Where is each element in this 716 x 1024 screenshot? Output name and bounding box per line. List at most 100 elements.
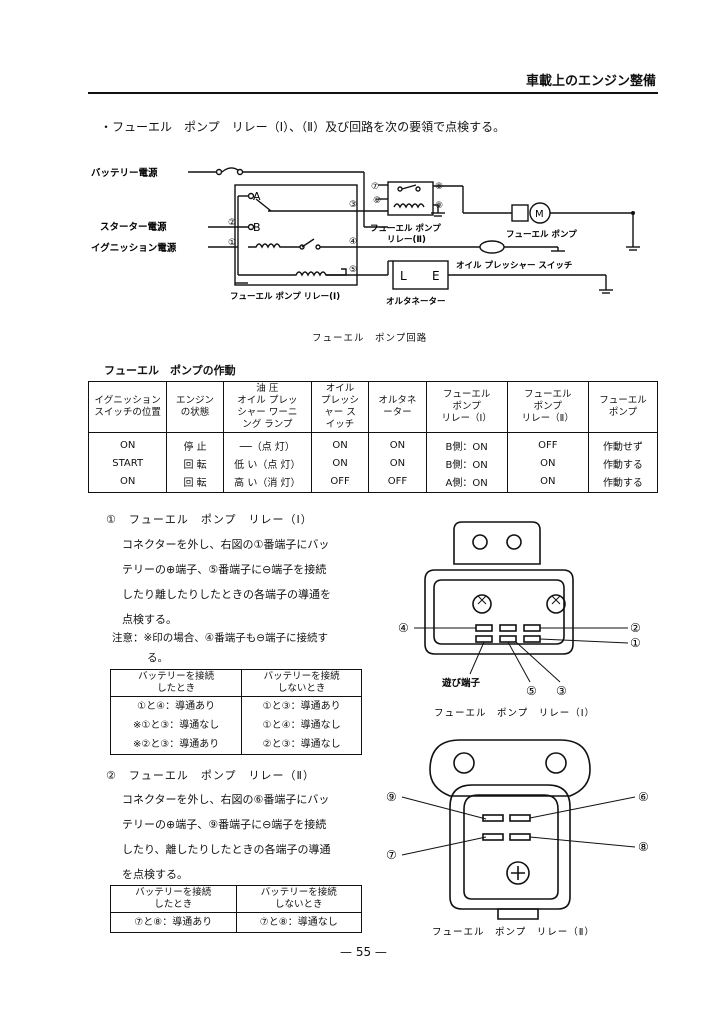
fig2-caption: フューエル ポンプ リレー（Ⅱ）	[432, 926, 595, 938]
conductivity-header-cell: バッテリーを接続しないとき	[241, 669, 362, 697]
section1-line: したり離したりしたときの各端子の導通を	[122, 588, 331, 601]
section1-line: 点検する。	[122, 613, 177, 626]
fig2-terminal-6: ⑥	[638, 790, 649, 804]
note-line-2: る。	[147, 652, 168, 664]
operation-cell: B側：ON	[425, 432, 508, 454]
label-relay2-line1: フューエル ポンプ	[370, 223, 441, 234]
operation-cell: START	[87, 454, 168, 472]
operation-cell: ON	[506, 454, 589, 472]
operation-cell: 作動する	[587, 454, 659, 472]
operation-cell: 停 止	[166, 432, 224, 454]
terminal-1: ①	[228, 238, 236, 248]
section1-line: コネクターを外し、右図の①番端子にバッ	[122, 538, 330, 551]
header-rule	[88, 92, 658, 94]
header-title: 車載上のエンジン整備	[525, 74, 656, 89]
relay2-figure: ⑨ ⑥ ⑦ ⑧ フューエル ポンプ リレー（Ⅱ）	[386, 739, 649, 938]
fuel-pump-circuit-diagram: バッテリー電源 スターター電源 イグニッション電源 A B L E M ② ① …	[91, 167, 640, 307]
fig2-terminal-9: ⑨	[386, 790, 397, 804]
section2-line: したり、離したりしたときの各端子の導通	[122, 843, 331, 856]
fig2-terminal-8: ⑧	[638, 840, 649, 854]
relay1-figure: ④ ② ① ⑤ ③ 遊び端子 フューエル ポンプ リレー（Ⅰ）	[398, 521, 641, 719]
operation-cell: ──（点 灯）	[222, 432, 312, 454]
section1-title: ① フューエル ポンプ リレー（Ⅰ）	[106, 513, 313, 526]
terminal-2: ②	[228, 218, 236, 228]
label-battery: バッテリー電源	[91, 167, 158, 179]
operation-header-cell: オルタネーター	[368, 381, 427, 433]
operation-cell: 高 い（消 灯）	[222, 472, 312, 493]
conductivity-header-cell: バッテリーを接続したとき	[110, 885, 237, 913]
terminal-8: ⑧	[435, 182, 443, 192]
operation-cell: A側：ON	[425, 472, 508, 493]
fig1-terminal-5: ⑤	[526, 684, 537, 698]
terminal-3: ③	[349, 200, 357, 210]
fig2-terminal-7: ⑦	[386, 848, 397, 862]
label-a: A	[253, 190, 261, 203]
operation-cell: 作動せず	[587, 432, 659, 454]
operation-header-cell: 油 圧オイル プレッシャー ワーニング ランプ	[222, 381, 312, 433]
operation-cell: OFF	[310, 472, 370, 493]
section2-text: コネクターを外し、右図の⑥番端子にバッ テリーの⊕端子、⑨番端子に⊖端子を接続 …	[122, 787, 331, 887]
operation-header-cell: フューエルポンプリレー（Ⅱ）	[506, 381, 589, 433]
terminal-5: ⑤	[349, 265, 357, 275]
page-number: — 55 —	[340, 945, 387, 959]
operation-cell: ON	[310, 454, 370, 472]
operation-cell: ON	[368, 454, 427, 472]
terminal-4: ④	[349, 237, 357, 247]
operation-table: イグニッションスイッチの位置エンジンの状態油 圧オイル プレッシャー ワーニング…	[87, 381, 659, 493]
label-oil-switch: オイル プレッシャー スイッチ	[456, 260, 572, 271]
section2-title: ② フューエル ポンプ リレー（Ⅱ）	[106, 769, 315, 782]
operation-header-cell: エンジンの状態	[166, 381, 224, 433]
terminal-7: ⑦	[371, 182, 379, 192]
section1-note: 注意：※印の場合、④番端子も⊖端子に接続す る。	[112, 628, 328, 668]
label-b: B	[253, 221, 261, 234]
operation-header-cell: フューエルポンプリレー（Ⅰ）	[425, 381, 508, 433]
operation-cell: ON	[368, 432, 427, 454]
label-e: E	[432, 269, 440, 283]
fig1-terminal-2: ②	[630, 621, 641, 635]
fig1-terminal-4: ④	[398, 621, 409, 635]
conductivity-cell: ②と③：導通なし	[241, 735, 362, 755]
fig1-terminal-1: ①	[630, 636, 641, 650]
label-relay1: フューエル ポンプ リレー(Ⅰ)	[230, 291, 340, 302]
operation-title: フューエル ポンプの作動	[104, 364, 236, 377]
terminal-6: ⑥	[373, 196, 381, 206]
terminal-9: ⑨	[435, 201, 443, 211]
conductivity-cell: ①と④：導通あり	[109, 696, 243, 716]
operation-cell: OFF	[368, 472, 427, 493]
section1-text: コネクターを外し、右図の①番端子にバッ テリーの⊕端子、⑤番端子に⊖端子を接続 …	[122, 532, 331, 632]
note-line-1: 注意：※印の場合、④番端子も⊖端子に接続す	[112, 632, 329, 644]
conductivity-cell: ①と④：導通なし	[241, 716, 362, 735]
operation-header-cell: オイルプレッシャー スイッチ	[310, 381, 370, 433]
label-m: M	[535, 209, 544, 220]
label-alternator: オルタネーター	[386, 296, 446, 307]
conductivity-cell: ※①と③：導通なし	[109, 716, 243, 735]
section1-line: テリーの⊕端子、⑤番端子に⊖端子を接続	[122, 563, 327, 576]
operation-cell: ON	[310, 432, 370, 454]
label-pump: フューエル ポンプ	[506, 229, 577, 240]
label-relay2-line2: リレー(Ⅱ)	[387, 235, 426, 245]
operation-header-cell: フューエルポンプ	[587, 381, 659, 433]
fig1-terminal-3: ③	[556, 684, 567, 698]
operation-cell: ON	[87, 432, 168, 454]
section2-line: テリーの⊕端子、⑨番端子に⊖端子を接続	[122, 818, 327, 831]
operation-cell: 回 転	[166, 454, 224, 472]
operation-cell: OFF	[506, 432, 589, 454]
fig1-free-terminal: 遊び端子	[442, 677, 481, 689]
operation-cell: ON	[506, 472, 589, 493]
conductivity-cell: ※②と③：導通あり	[109, 735, 243, 755]
circuit-caption: フューエル ポンプ回路	[312, 333, 428, 344]
operation-cell: 回 転	[166, 472, 224, 493]
operation-cell: 作動する	[587, 472, 659, 493]
operation-header-cell: イグニッションスイッチの位置	[87, 381, 168, 433]
fig1-caption: フューエル ポンプ リレー（Ⅰ）	[434, 707, 595, 719]
conductivity-cell: ⑦と⑧：導通なし	[235, 912, 362, 933]
label-starter: スターター電源	[100, 221, 167, 233]
